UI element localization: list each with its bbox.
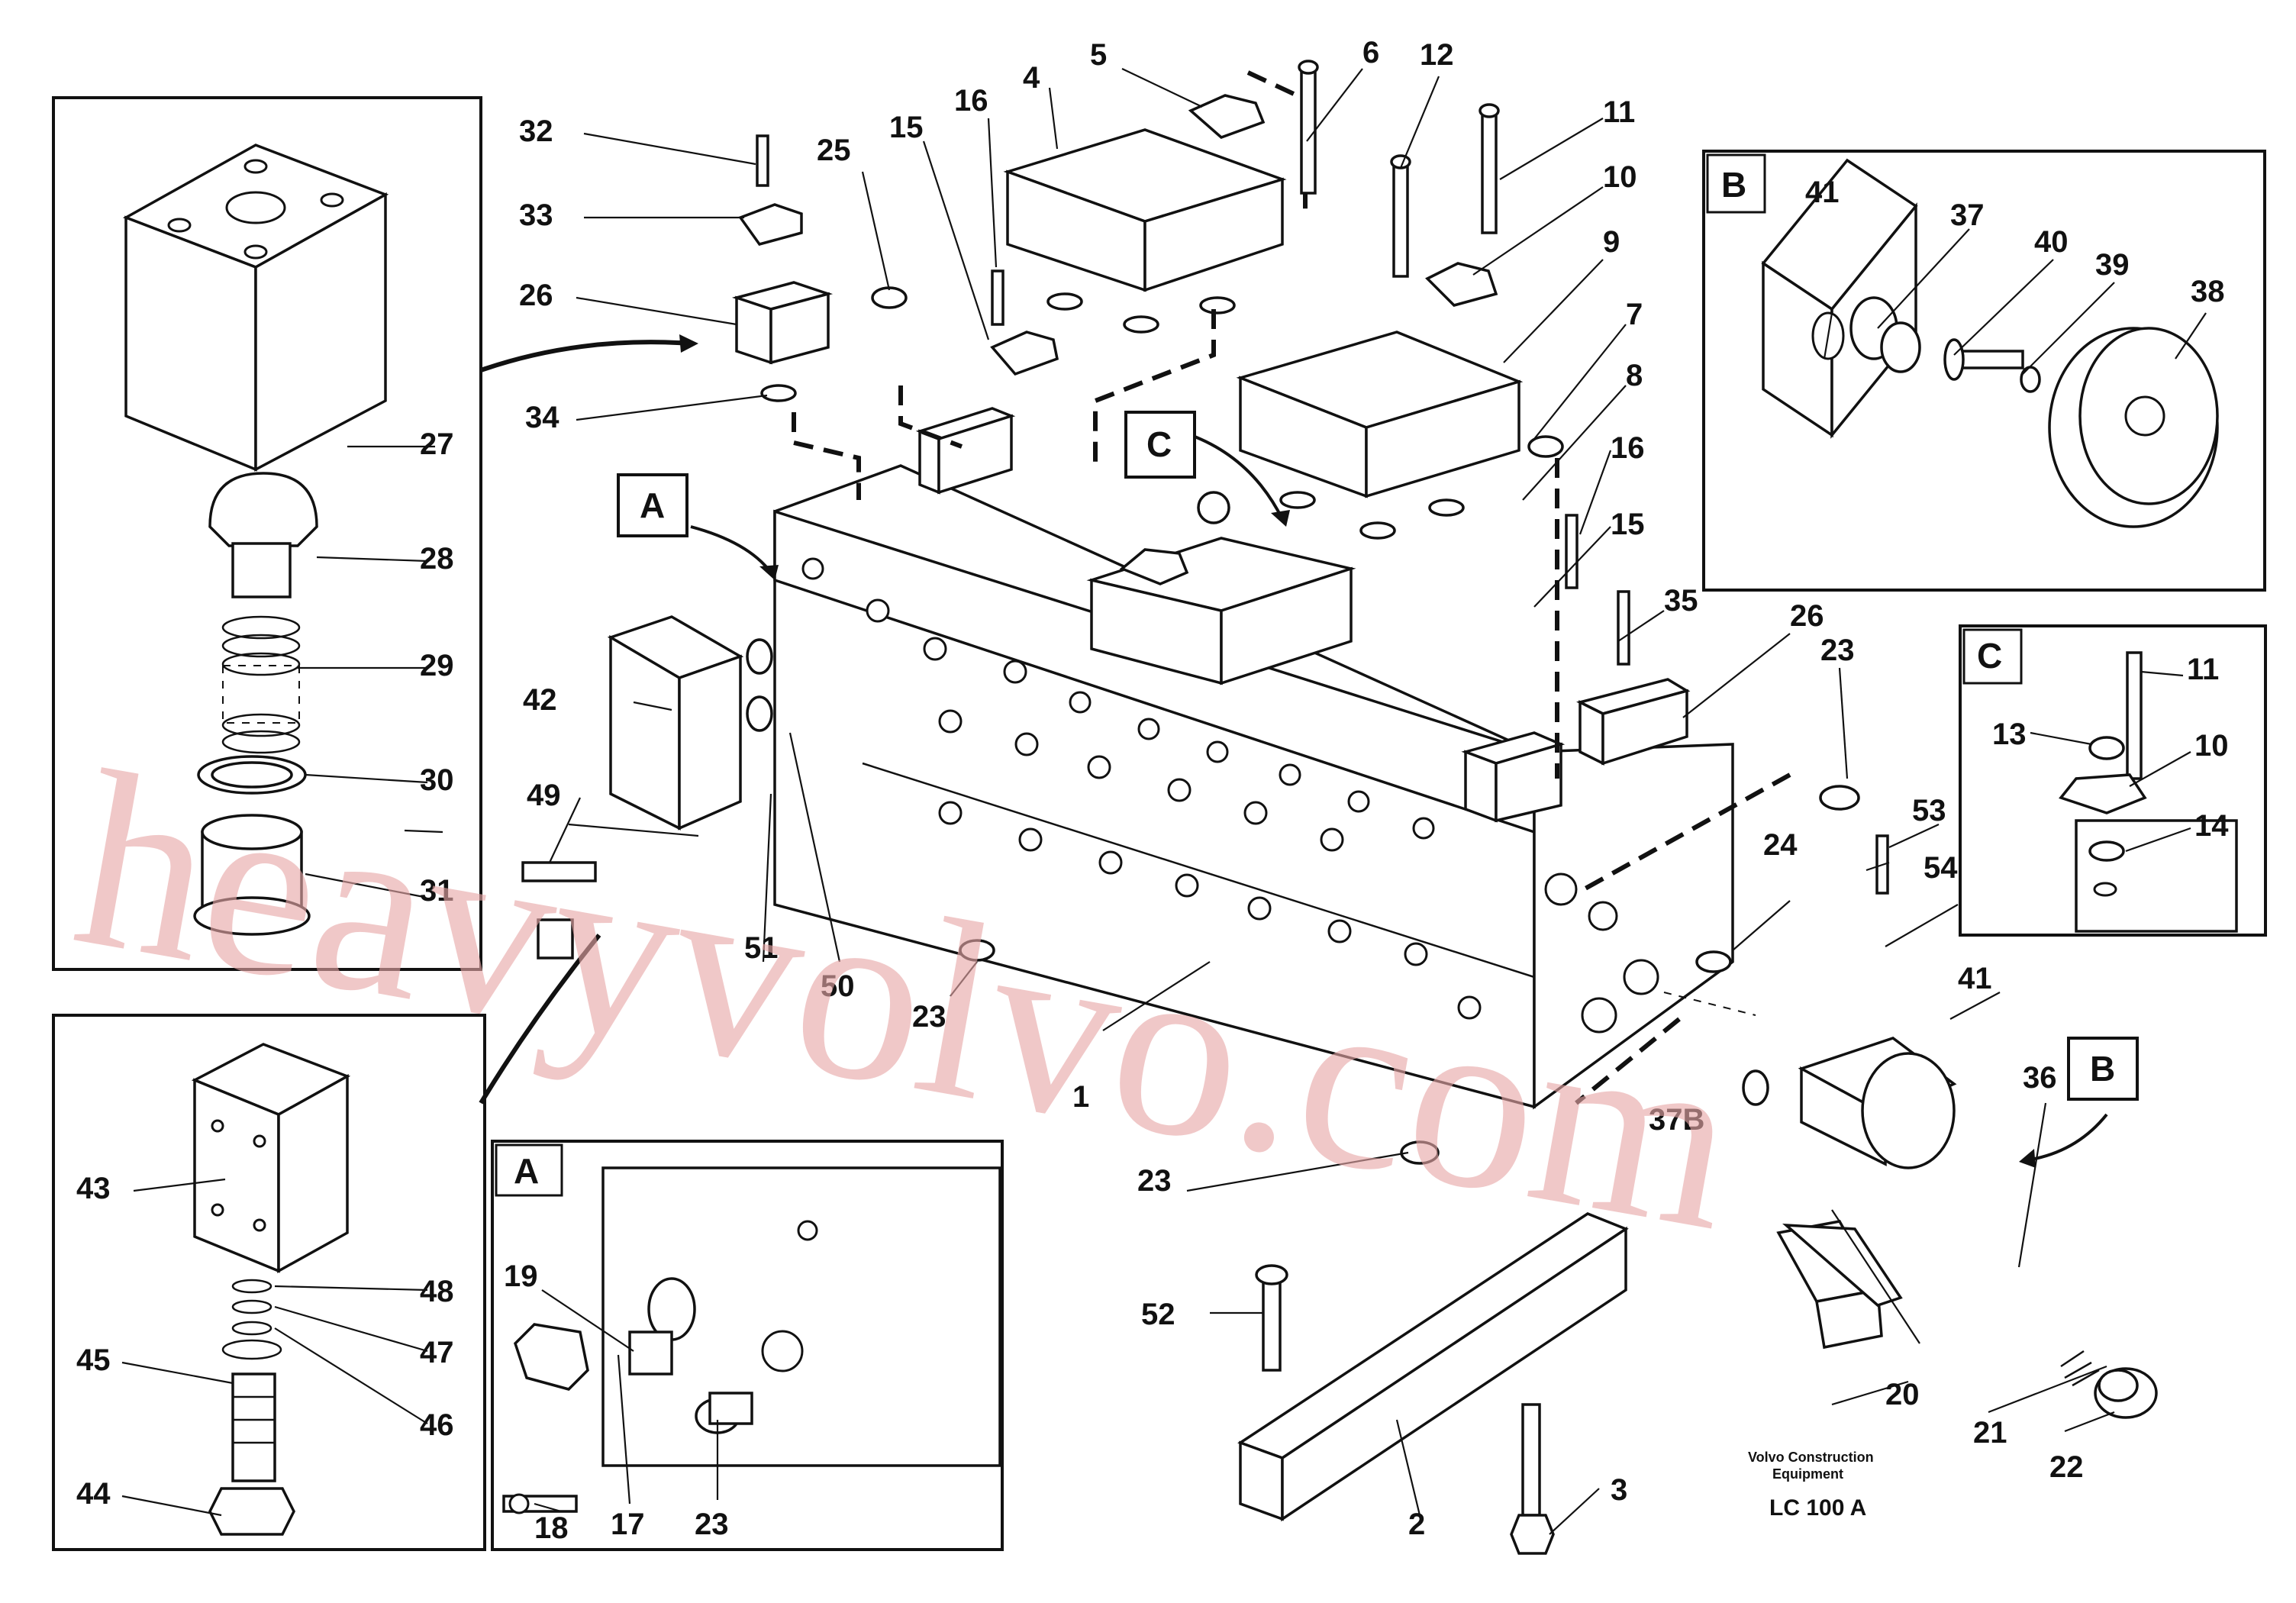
label-1: 1	[1072, 1080, 1089, 1114]
view-letter-c-main: C	[1146, 424, 1172, 464]
figure-code: LC 100 A	[1769, 1495, 1866, 1521]
block-holes	[801, 557, 1659, 1034]
label-c11: 11	[2187, 653, 2219, 686]
view-letter-b-main: B	[2090, 1049, 2115, 1089]
label-3: 3	[1611, 1473, 1627, 1507]
label-36: 36	[2023, 1061, 2057, 1095]
label-29: 29	[420, 649, 454, 682]
label-20: 20	[1885, 1378, 1920, 1411]
inset-view-a	[491, 1140, 1004, 1551]
label-45: 45	[76, 1343, 111, 1377]
label-15: 15	[889, 111, 924, 144]
view-letter-a-main: A	[640, 485, 665, 525]
label-b37: 37	[1950, 198, 1985, 232]
label-2: 2	[1408, 1508, 1425, 1541]
label-17: 17	[611, 1508, 645, 1541]
credit-block: Volvo Construction Equipment LC 100 A	[1748, 1450, 1874, 1521]
label-46: 46	[420, 1408, 454, 1442]
label-15b: 15	[1611, 508, 1645, 541]
label-23a: 23	[1820, 634, 1855, 667]
small-fittings	[746, 286, 2139, 1402]
leader-lines	[121, 68, 2207, 1535]
label-b41: 41	[1805, 176, 1840, 209]
label-42: 42	[523, 683, 557, 717]
label-c13: 13	[1992, 718, 2027, 751]
part-number-labels: 1 2 3 4 5 6 7 8 9 10 11 12 15 16 16 15 3…	[76, 36, 2229, 1545]
view-letter-c-inset: C	[1977, 636, 2002, 676]
label-16a: 16	[954, 84, 988, 118]
label-37b: 37B	[1649, 1103, 1704, 1137]
label-52: 52	[1141, 1298, 1175, 1331]
label-c10: 10	[2194, 729, 2229, 763]
label-54: 54	[1924, 851, 1958, 885]
label-5: 5	[1090, 38, 1107, 72]
label-31: 31	[420, 874, 454, 908]
label-24: 24	[1763, 828, 1798, 862]
label-23b: 23	[1137, 1164, 1172, 1198]
label-7: 7	[1626, 298, 1643, 331]
label-30: 30	[420, 763, 454, 797]
label-32: 32	[519, 114, 553, 148]
label-21: 21	[1973, 1416, 2007, 1450]
label-6: 6	[1362, 36, 1379, 69]
view-arrows	[479, 334, 2108, 1168]
label-43: 43	[76, 1172, 111, 1205]
label-47: 47	[420, 1336, 454, 1369]
label-28: 28	[420, 542, 454, 576]
label-23c: 23	[912, 1000, 946, 1034]
inset-view-c	[1959, 624, 2267, 937]
view-letter-a-inset: A	[514, 1151, 539, 1191]
upper-plates	[731, 94, 1524, 498]
view-letters: A A B B C C	[514, 165, 2139, 1191]
label-34: 34	[525, 401, 559, 434]
label-51: 51	[744, 931, 779, 965]
label-9: 9	[1603, 225, 1620, 259]
label-16b: 16	[1611, 431, 1645, 465]
label-53: 53	[1912, 794, 1946, 827]
label-33: 33	[519, 198, 553, 232]
label-23d: 23	[695, 1508, 729, 1541]
label-26b: 26	[1790, 599, 1824, 633]
label-26a: 26	[519, 279, 553, 312]
label-19: 19	[504, 1260, 538, 1293]
label-27: 27	[420, 427, 454, 461]
label-25: 25	[817, 134, 851, 167]
label-50: 50	[821, 969, 855, 1003]
label-10: 10	[1603, 160, 1637, 194]
label-c14: 14	[2194, 809, 2229, 843]
label-18: 18	[534, 1511, 569, 1545]
label-4: 4	[1023, 61, 1040, 95]
top-modules	[915, 407, 1691, 823]
label-8: 8	[1626, 359, 1643, 392]
inset-view-b	[1702, 150, 2266, 592]
label-11: 11	[1603, 95, 1635, 129]
inset-valve-43	[52, 1014, 486, 1551]
credit-line-2: Equipment	[1772, 1466, 1843, 1482]
inset-valve-27	[52, 96, 482, 971]
label-b39: 39	[2095, 248, 2130, 282]
label-b40: 40	[2034, 225, 2069, 259]
label-b38: 38	[2191, 275, 2225, 308]
label-35: 35	[1664, 584, 1698, 618]
view-letter-b-inset: B	[1721, 165, 1746, 205]
label-48: 48	[420, 1275, 454, 1308]
side-valve-42	[521, 615, 744, 960]
label-41: 41	[1958, 962, 1992, 995]
label-22: 22	[2049, 1450, 2084, 1484]
label-44: 44	[76, 1477, 111, 1511]
label-49: 49	[527, 779, 561, 812]
label-12: 12	[1420, 38, 1454, 72]
credit-line-1: Volvo Construction	[1748, 1450, 1874, 1465]
